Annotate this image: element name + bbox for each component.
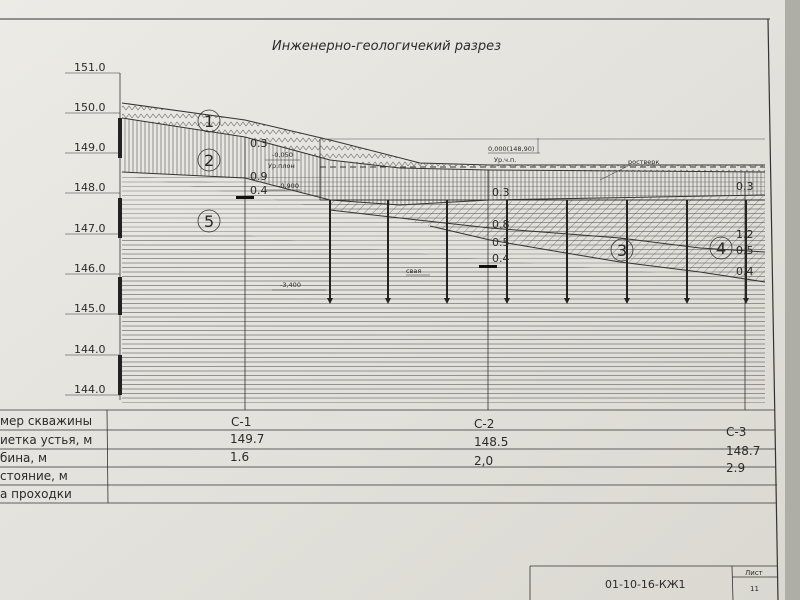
title-stamp [529, 565, 778, 600]
elevation-label: 150.0 [74, 101, 106, 114]
borehole-table-grid [0, 409, 777, 504]
borehole-name: С-1 [231, 415, 251, 429]
layer-marker-circle [197, 148, 221, 172]
mark-bottom-label: -0,900 [278, 182, 299, 190]
thickness-label: 0.4 [250, 184, 268, 197]
layer-number: 1 [204, 112, 214, 131]
zero-mark-label: 0,000(148,90) [488, 145, 534, 153]
layer-boundaries [121, 102, 766, 283]
layer-number: 3 [617, 241, 627, 260]
layer-marker-circle [197, 209, 221, 233]
borehole-depth: 2.9 [726, 461, 745, 475]
thickness-label: 0.8 [492, 218, 510, 231]
borehole-name: С-2 [474, 417, 494, 431]
thickness-label: 0.4 [736, 265, 754, 278]
borehole-axes [244, 137, 746, 410]
borehole-bottom-marker [236, 196, 254, 199]
borehole-mark: 148.5 [474, 435, 508, 449]
thickness-label: 0.3 [250, 137, 268, 150]
table-row-label: а проходки [0, 487, 72, 501]
grillage-label: ростверк [628, 158, 659, 166]
layer-marker-circle [197, 109, 221, 133]
drawing-code: 01-10-16-КЖ1 [605, 578, 686, 591]
elevation-label: 144.0 [74, 383, 106, 396]
layer-marker-circle [610, 238, 634, 262]
elevation-label: 145.0 [74, 302, 106, 315]
elevation-label: 148.0 [74, 181, 106, 194]
layer-3-area [330, 196, 765, 250]
sheet-number: 11 [750, 585, 759, 593]
pile-tips [327, 298, 749, 304]
table-row-label: стояние, м [0, 469, 68, 483]
ground-level-label: Ур.ч.п. [494, 156, 516, 164]
elevation-scale [65, 72, 122, 400]
layer-4-area [400, 218, 765, 282]
thickness-label: 0.9 [250, 170, 268, 183]
layer-marker-circle [709, 236, 733, 260]
thickness-label: 0.3 [736, 180, 754, 193]
thickness-label: 0.3 [492, 186, 510, 199]
thickness-label: 0.5 [492, 236, 510, 249]
pile-tip-mark: -3,400 [280, 281, 301, 289]
paper-edge [785, 0, 800, 600]
thickness-label: 0.4 [492, 252, 510, 265]
grillage-leader [599, 165, 629, 181]
borehole-mark: 148.7 [726, 444, 760, 458]
borehole-name: С-3 [726, 425, 746, 439]
section-title: Инженерно-геологичекий разрез [272, 39, 501, 54]
floor-level-label: Ур.плон [268, 162, 295, 170]
borehole-bottom-marker [479, 265, 497, 268]
elevation-label: 149.0 [74, 141, 106, 154]
layer-number: 4 [716, 239, 726, 258]
mark-top-label: -0,050 [272, 151, 293, 159]
layer-number: 2 [204, 151, 214, 170]
table-row-label: мер скважины [0, 414, 92, 428]
thickness-label: 1.2 [736, 228, 754, 241]
layer-number: 5 [204, 212, 214, 231]
elevation-label: 144.0 [74, 343, 106, 356]
table-row-label: иетка устья, м [0, 433, 92, 447]
elevation-label: 146.0 [74, 262, 106, 275]
elevation-label: 147.0 [74, 222, 106, 235]
borehole-mark: 149.7 [230, 432, 264, 446]
thickness-label: 0.5 [736, 244, 754, 257]
borehole-depth: 1.6 [230, 450, 249, 464]
sheet-label: Лист [745, 569, 763, 577]
table-row-label: бина, м [0, 451, 47, 465]
elevation-label: 151.0 [74, 61, 106, 74]
pile-label: свая [406, 267, 421, 275]
layer-2-area [122, 118, 765, 205]
piles [329, 200, 747, 298]
borehole-depth: 2,0 [474, 454, 493, 468]
